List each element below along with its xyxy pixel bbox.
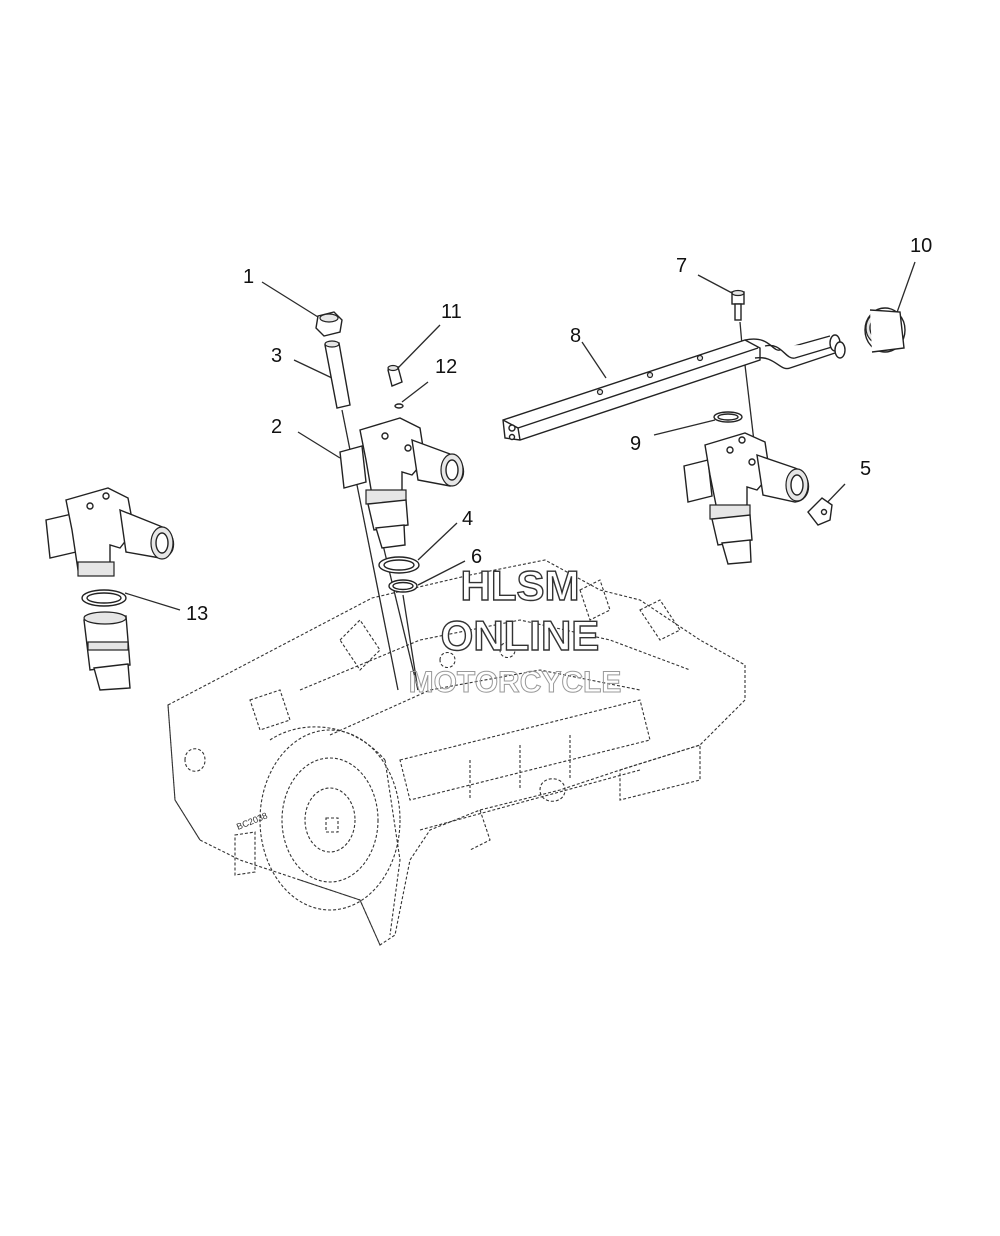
callout-4: 4 — [462, 508, 473, 530]
callout-7: 7 — [676, 255, 687, 277]
block-engraving: BC2038 — [235, 810, 269, 831]
watermark-line-2: ONLINE — [441, 612, 600, 659]
watermark-line-3: MOTORCYCLE — [409, 666, 622, 699]
callout-6: 6 — [471, 546, 482, 568]
part-4-o-ring — [378, 556, 420, 574]
part-13-injector-assembly — [45, 487, 175, 577]
part-1-nut — [315, 311, 343, 337]
watermark-line-1: HLSM — [461, 562, 580, 609]
part-5-clip — [807, 497, 833, 526]
part-6-o-ring — [388, 579, 418, 593]
part-9-o-ring — [713, 411, 743, 423]
part-3-stud — [324, 340, 351, 409]
part-8-fuel-rail — [502, 334, 846, 441]
callouts: 1 2 3 4 5 6 7 8 9 10 11 12 13 — [186, 235, 932, 625]
cylinder-head-block — [167, 559, 746, 946]
callout-1: 1 — [243, 266, 254, 288]
callout-12: 12 — [435, 356, 457, 378]
part-13-seal — [81, 589, 127, 607]
callout-2: 2 — [271, 416, 282, 438]
part-7-bolt — [731, 289, 745, 321]
callout-5: 5 — [860, 458, 871, 480]
part-12-ring — [394, 403, 404, 409]
callout-10: 10 — [910, 235, 932, 257]
callout-9: 9 — [630, 433, 641, 455]
cam-gear — [259, 729, 401, 911]
callout-11: 11 — [441, 301, 462, 323]
callout-8: 8 — [570, 325, 581, 347]
part-13-sleeve — [83, 611, 131, 691]
right-injector — [683, 432, 810, 565]
part-11-pin — [387, 364, 403, 387]
part-2-injector — [339, 417, 465, 549]
leader-lines — [124, 261, 916, 691]
callout-3: 3 — [271, 345, 282, 367]
callout-13: 13 — [186, 603, 208, 625]
watermark: HLSM ONLINE MOTORCYCLE — [408, 561, 622, 699]
part-10-grommet — [864, 307, 906, 353]
